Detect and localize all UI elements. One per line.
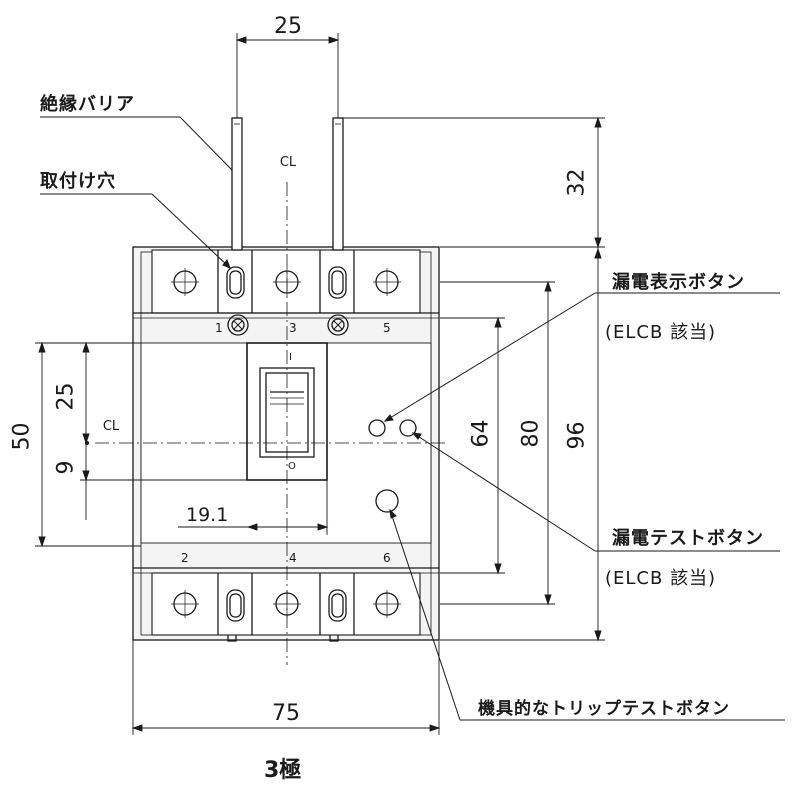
dim-terminal-pitch	[235, 33, 340, 118]
leak-buttons	[368, 419, 417, 513]
dim-label-left-height: 50	[9, 422, 35, 451]
dim-label-terminal-height: 32	[564, 168, 590, 197]
dim-handle-offset	[178, 480, 329, 535]
centerline-label: CL	[279, 155, 297, 170]
dim-label-left-upper: 25	[53, 382, 79, 411]
dim-left	[35, 341, 247, 548]
centerline-mark-top: CL	[277, 156, 299, 170]
cover-screws	[227, 314, 349, 336]
dim-label-left-lower: 9	[53, 460, 79, 475]
dim-label-body-inner-height: 80	[518, 419, 544, 448]
handle-on-mark: I	[289, 352, 292, 363]
callout-insulation-barrier: 絶縁バリア	[40, 94, 135, 115]
centerline-label: CL	[102, 419, 120, 434]
callout-trip-test-button: 機具的なトリップテストボタン	[478, 699, 730, 719]
dim-label-leak-button-height: 64	[468, 419, 494, 448]
callout-leak-indicator-note: (ELCB 該当)	[605, 322, 717, 343]
terminal-number-top-5: 5	[383, 321, 391, 335]
caption-poles: 3極	[264, 758, 302, 783]
callout-leak-test-note: (ELCB 該当)	[605, 568, 717, 589]
leader-lines	[40, 116, 785, 721]
terminal-number-top-1: 1	[215, 321, 223, 335]
terminal-number-top-3: 3	[289, 321, 297, 335]
dim-label-terminal-pitch: 25	[274, 14, 302, 39]
center-lines	[95, 182, 445, 665]
terminal-number-bottom-6: 6	[383, 551, 391, 565]
callout-leak-indicator-button: 漏電表示ボタン	[612, 272, 745, 293]
handle-off-mark: O	[288, 461, 296, 472]
dim-label-width: 75	[272, 701, 300, 726]
mounting-holes	[226, 266, 347, 622]
insulation-barriers	[231, 117, 344, 251]
callout-leak-test-button: 漏電テストボタン	[612, 528, 764, 549]
callout-mounting-hole: 取付け穴	[40, 171, 116, 192]
centerline-mark-left: CL	[100, 420, 122, 434]
dim-label-overall-height: 96	[564, 421, 590, 450]
terminal-number-bottom-4: 4	[289, 551, 297, 565]
dim-label-handle-offset: 19.1	[186, 504, 229, 526]
terminal-number-bottom-2: 2	[181, 551, 189, 565]
dim-right	[343, 116, 605, 642]
